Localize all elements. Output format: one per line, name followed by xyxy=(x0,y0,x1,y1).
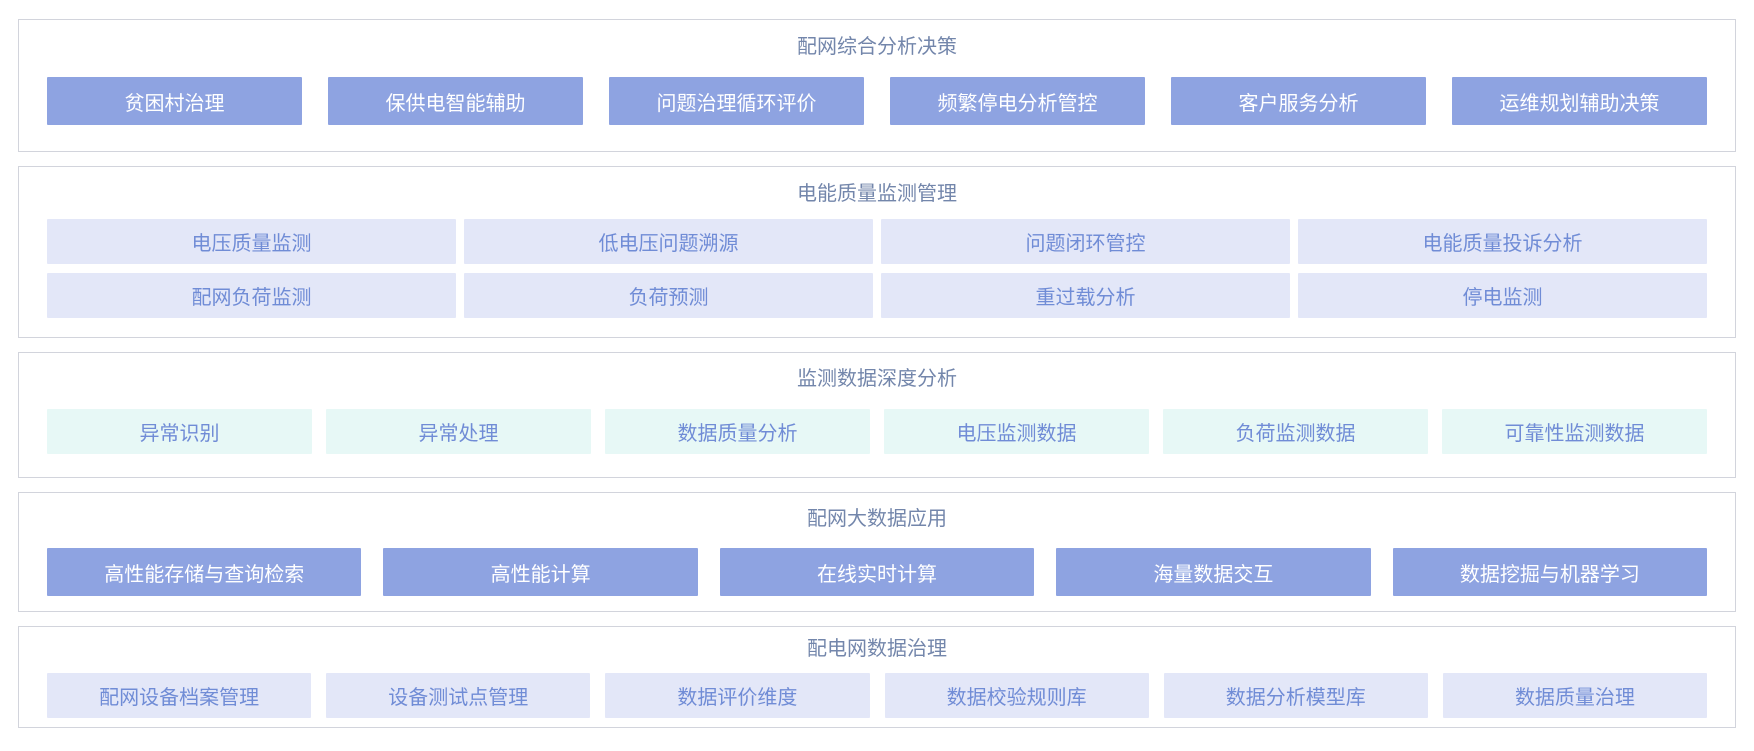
tile-monitoring-data-deep-analysis-0-1[interactable]: 异常处理 xyxy=(326,409,591,454)
tile-monitoring-data-deep-analysis-0-4[interactable]: 负荷监测数据 xyxy=(1163,409,1428,454)
tile-power-quality-monitoring-0-1[interactable]: 低电压问题溯源 xyxy=(464,219,873,264)
tile-data-governance-0-4[interactable]: 数据分析模型库 xyxy=(1163,673,1428,718)
section-title-big-data-application: 配网大数据应用 xyxy=(807,508,947,530)
tile-row-power-quality-monitoring-0: 电压质量监测低电压问题溯源问题闭环管控电能质量投诉分析 xyxy=(47,219,1707,264)
section-monitoring-data-deep-analysis: 监测数据深度分析异常识别异常处理数据质量分析电压监测数据负荷监测数据可靠性监测数… xyxy=(18,352,1736,478)
tile-big-data-application-0-1[interactable]: 高性能计算 xyxy=(383,548,698,596)
tile-monitoring-data-deep-analysis-0-5[interactable]: 可靠性监测数据 xyxy=(1442,409,1707,454)
section-title-comprehensive-analysis-decision: 配网综合分析决策 xyxy=(797,36,957,58)
tile-comprehensive-analysis-decision-0-5[interactable]: 运维规划辅助决策 xyxy=(1452,77,1707,125)
tile-row-big-data-application-0: 高性能存储与查询检索高性能计算在线实时计算海量数据交互数据挖掘与机器学习 xyxy=(47,548,1708,596)
tile-data-governance-0-0[interactable]: 配网设备档案管理 xyxy=(47,673,312,718)
tile-power-quality-monitoring-1-3[interactable]: 停电监测 xyxy=(1298,273,1707,318)
tile-row-comprehensive-analysis-decision-0: 贫困村治理保供电智能辅助问题治理循环评价频繁停电分析管控客户服务分析运维规划辅助… xyxy=(47,77,1707,125)
tile-power-quality-monitoring-0-2[interactable]: 问题闭环管控 xyxy=(881,219,1290,264)
section-data-governance: 配电网数据治理配网设备档案管理设备测试点管理数据评价维度数据校验规则库数据分析模… xyxy=(18,626,1736,728)
tile-comprehensive-analysis-decision-0-0[interactable]: 贫困村治理 xyxy=(47,77,302,125)
tile-comprehensive-analysis-decision-0-1[interactable]: 保供电智能辅助 xyxy=(328,77,583,125)
section-title-power-quality-monitoring: 电能质量监测管理 xyxy=(797,183,957,205)
tile-big-data-application-0-0[interactable]: 高性能存储与查询检索 xyxy=(47,548,362,596)
tile-big-data-application-0-2[interactable]: 在线实时计算 xyxy=(719,548,1035,596)
tile-power-quality-monitoring-0-3[interactable]: 电能质量投诉分析 xyxy=(1298,219,1707,264)
tile-big-data-application-0-3[interactable]: 海量数据交互 xyxy=(1056,548,1371,596)
tile-data-governance-0-2[interactable]: 数据评价维度 xyxy=(605,673,870,718)
tile-comprehensive-analysis-decision-0-4[interactable]: 客户服务分析 xyxy=(1171,77,1426,125)
tile-row-monitoring-data-deep-analysis-0: 异常识别异常处理数据质量分析电压监测数据负荷监测数据可靠性监测数据 xyxy=(47,409,1707,454)
tile-monitoring-data-deep-analysis-0-3[interactable]: 电压监测数据 xyxy=(884,409,1149,454)
tile-monitoring-data-deep-analysis-0-2[interactable]: 数据质量分析 xyxy=(605,409,870,454)
tile-data-governance-0-3[interactable]: 数据校验规则库 xyxy=(884,673,1149,718)
section-title-data-governance: 配电网数据治理 xyxy=(807,638,947,660)
tile-power-quality-monitoring-1-1[interactable]: 负荷预测 xyxy=(464,273,873,318)
tile-data-governance-0-1[interactable]: 设备测试点管理 xyxy=(326,673,591,718)
section-comprehensive-analysis-decision: 配网综合分析决策贫困村治理保供电智能辅助问题治理循环评价频繁停电分析管控客户服务… xyxy=(18,19,1736,152)
tile-comprehensive-analysis-decision-0-3[interactable]: 频繁停电分析管控 xyxy=(890,77,1145,125)
section-power-quality-monitoring: 电能质量监测管理电压质量监测低电压问题溯源问题闭环管控电能质量投诉分析配网负荷监… xyxy=(18,166,1736,338)
tile-power-quality-monitoring-1-2[interactable]: 重过载分析 xyxy=(881,273,1290,318)
tile-power-quality-monitoring-1-0[interactable]: 配网负荷监测 xyxy=(47,273,456,318)
tile-big-data-application-0-4[interactable]: 数据挖掘与机器学习 xyxy=(1392,548,1708,596)
tile-row-data-governance-0: 配网设备档案管理设备测试点管理数据评价维度数据校验规则库数据分析模型库数据质量治… xyxy=(47,673,1708,718)
section-title-monitoring-data-deep-analysis: 监测数据深度分析 xyxy=(797,368,957,390)
tile-data-governance-0-5[interactable]: 数据质量治理 xyxy=(1442,673,1708,718)
section-big-data-application: 配网大数据应用高性能存储与查询检索高性能计算在线实时计算海量数据交互数据挖掘与机… xyxy=(18,492,1736,612)
tile-comprehensive-analysis-decision-0-2[interactable]: 问题治理循环评价 xyxy=(609,77,864,125)
tile-monitoring-data-deep-analysis-0-0[interactable]: 异常识别 xyxy=(47,409,312,454)
tile-power-quality-monitoring-0-0[interactable]: 电压质量监测 xyxy=(47,219,456,264)
tile-row-power-quality-monitoring-1: 配网负荷监测负荷预测重过载分析停电监测 xyxy=(47,273,1707,318)
